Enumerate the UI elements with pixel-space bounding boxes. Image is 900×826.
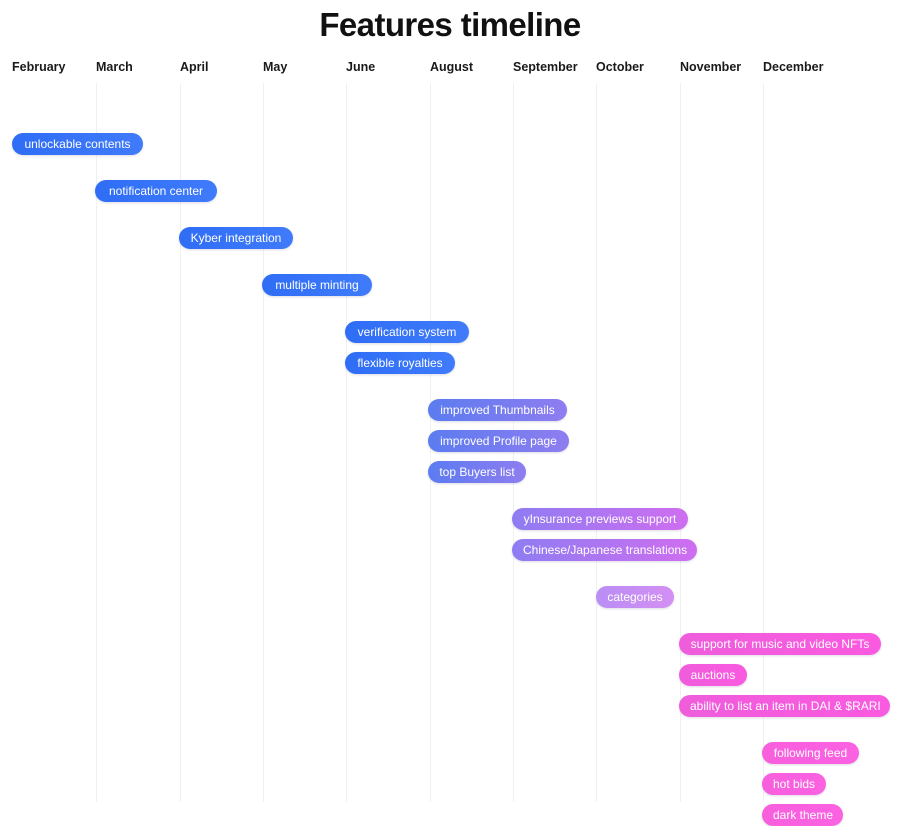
gridline bbox=[763, 83, 764, 802]
timeline-pill[interactable]: Kyber integration bbox=[179, 227, 293, 249]
month-label: May bbox=[263, 60, 288, 74]
month-label: March bbox=[96, 60, 133, 74]
month-label: November bbox=[680, 60, 742, 74]
timeline-pill[interactable]: notification center bbox=[95, 180, 217, 202]
month-label: June bbox=[346, 60, 376, 74]
timeline-pill[interactable]: support for music and video NFTs bbox=[679, 633, 881, 655]
timeline-pill[interactable]: auctions bbox=[679, 664, 747, 686]
timeline-pill[interactable]: flexible royalties bbox=[345, 352, 455, 374]
timeline-pill[interactable]: unlockable contents bbox=[12, 133, 143, 155]
month-label: October bbox=[596, 60, 644, 74]
month-label: August bbox=[430, 60, 474, 74]
gridline bbox=[263, 83, 264, 802]
timeline-pill[interactable]: improved Profile page bbox=[428, 430, 569, 452]
timeline-pill[interactable]: Chinese/Japanese translations bbox=[512, 539, 697, 561]
gridline bbox=[96, 83, 97, 802]
timeline-pill[interactable]: verification system bbox=[345, 321, 469, 343]
month-label: April bbox=[180, 60, 209, 74]
month-label: February bbox=[12, 60, 66, 74]
page-title: Features timeline bbox=[319, 6, 581, 43]
month-label: September bbox=[513, 60, 578, 74]
gridline bbox=[596, 83, 597, 802]
month-label: December bbox=[763, 60, 824, 74]
timeline-pill[interactable]: multiple minting bbox=[262, 274, 372, 296]
timeline-pill[interactable]: categories bbox=[596, 586, 674, 608]
timeline-pill[interactable]: following feed bbox=[762, 742, 859, 764]
timeline-pill[interactable]: ability to list an item in DAI & $RARI bbox=[679, 695, 890, 717]
timeline-pill[interactable]: hot bids bbox=[762, 773, 826, 795]
timeline-chart: February March April May June August September… bbox=[0, 55, 900, 826]
timeline-pill[interactable]: top Buyers list bbox=[428, 461, 526, 483]
gridline bbox=[680, 83, 681, 802]
timeline-pill[interactable]: dark theme bbox=[762, 804, 843, 826]
gridline bbox=[346, 83, 347, 802]
timeline-pill[interactable]: improved Thumbnails bbox=[428, 399, 567, 421]
timeline-pill[interactable]: yInsurance previews support bbox=[512, 508, 688, 530]
month-axis: February March April May June August September… bbox=[0, 55, 900, 83]
gridline bbox=[180, 83, 181, 802]
